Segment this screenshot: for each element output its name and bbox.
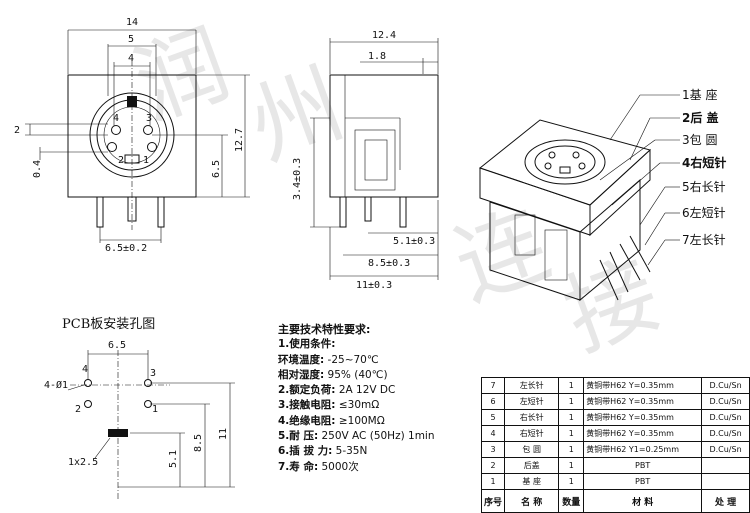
- side-view: 12.4 1.8 3.4±0.3 5.1±0.3 8.5±0.3 11±0.3: [292, 30, 439, 291]
- dim-width-4: 4: [128, 53, 134, 64]
- dim-11: 11±0.3: [356, 280, 392, 291]
- svg-text:润: 润: [122, 11, 242, 140]
- dim-width-5: 5: [128, 34, 134, 45]
- pcb-dim-hole: 4-Ø1: [44, 379, 68, 391]
- dim-5.1: 5.1±0.3: [393, 236, 435, 247]
- pcb-dim-6.5: 6.5: [108, 340, 126, 351]
- dim-12.4: 12.4: [372, 30, 396, 41]
- spec-item: 4.绝缘电阻: ≥100MΩ: [278, 414, 385, 427]
- pcb-layout: 4 3 2 1 6.5 4-Ø1 1x2.5 5.1 8.5 11: [44, 340, 235, 500]
- pcb-pin-2: 2: [75, 404, 81, 415]
- dim-8.5: 8.5±0.3: [368, 258, 410, 269]
- pcb-pin-4: 4: [82, 364, 88, 375]
- pcb-pin-3: 3: [150, 368, 156, 379]
- spec-item: 6.插 拔 力: 5-35N: [278, 445, 368, 458]
- callout-6: 6左短针: [682, 205, 726, 220]
- callout-3: 3包 圆: [682, 133, 717, 147]
- table-header: 序号名 称数量材 料处 理: [480, 489, 750, 513]
- pcb-hole: [84, 400, 92, 408]
- front-pin-1: 1: [143, 155, 149, 166]
- pcb-title: PCB板安装孔图: [62, 317, 156, 332]
- callout-4: 4右短针: [682, 155, 726, 170]
- spec-title: 主要技术特性要求:: [278, 323, 371, 336]
- front-pin-2: 2: [118, 155, 124, 166]
- svg-text:接: 接: [552, 241, 672, 370]
- dim-h-12.7: 12.7: [234, 128, 245, 152]
- callout-7: 7左长针: [682, 232, 726, 247]
- callout-1: 1基 座: [682, 87, 717, 102]
- dim-1.8: 1.8: [368, 51, 386, 62]
- front-pin-3: 3: [146, 113, 152, 124]
- dim-h-6.5: 6.5: [211, 160, 222, 178]
- dim-h-2: 2: [14, 125, 20, 136]
- spec-item: 7.寿 命: 5000次: [278, 460, 359, 473]
- dim-pin-pitch: 6.5±0.2: [105, 243, 147, 254]
- watermark: 润 州 连 接: [122, 11, 672, 370]
- pcb-dim-slot: 1x2.5: [68, 457, 98, 468]
- spec-item: 2.额定负荷: 2A 12V DC: [278, 384, 396, 397]
- spec-list: 主要技术特性要求: 1.使用条件: 环境温度: -25~70℃ 相对湿度: 95…: [278, 322, 493, 475]
- callout-5: 5右长针: [682, 179, 726, 194]
- side-body: [329, 74, 439, 198]
- pin-hole: [147, 142, 157, 152]
- spec-item: 环境温度: -25~70℃: [278, 353, 379, 366]
- spec-item: 相对湿度: 95% (40℃): [278, 368, 388, 381]
- svg-text:连: 连: [442, 191, 562, 320]
- dim-3.4: 3.4±0.3: [292, 158, 303, 200]
- spec-item: 5.耐 压: 250V AC (50Hz) 1min: [278, 430, 435, 443]
- isometric-view: [478, 119, 652, 302]
- pin-hole: [143, 125, 153, 135]
- spec-item: 3.接触电阻: ≤30mΩ: [278, 399, 380, 412]
- dim-h-0.4: 0.4: [32, 160, 43, 178]
- pcb-hole: [84, 379, 92, 387]
- pcb-pin-1: 1: [152, 404, 158, 415]
- front-view: 4 3 2 1 14 5 4 2 0.4 12.7: [14, 17, 250, 254]
- pcb-slot: [108, 429, 128, 437]
- front-pin-4: 4: [113, 113, 119, 124]
- pcb-dim-8.5: 8.5: [193, 434, 204, 452]
- pcb-dim-5.1: 5.1: [168, 450, 179, 468]
- pin-hole: [107, 142, 117, 152]
- pcb-dim-11: 11: [218, 428, 229, 440]
- callout-2: 2后 盖: [682, 110, 719, 125]
- pin-hole: [111, 125, 121, 135]
- spec-item: 1.使用条件:: [278, 338, 336, 351]
- dim-width-14: 14: [126, 17, 138, 28]
- callout-leaders: [599, 94, 680, 266]
